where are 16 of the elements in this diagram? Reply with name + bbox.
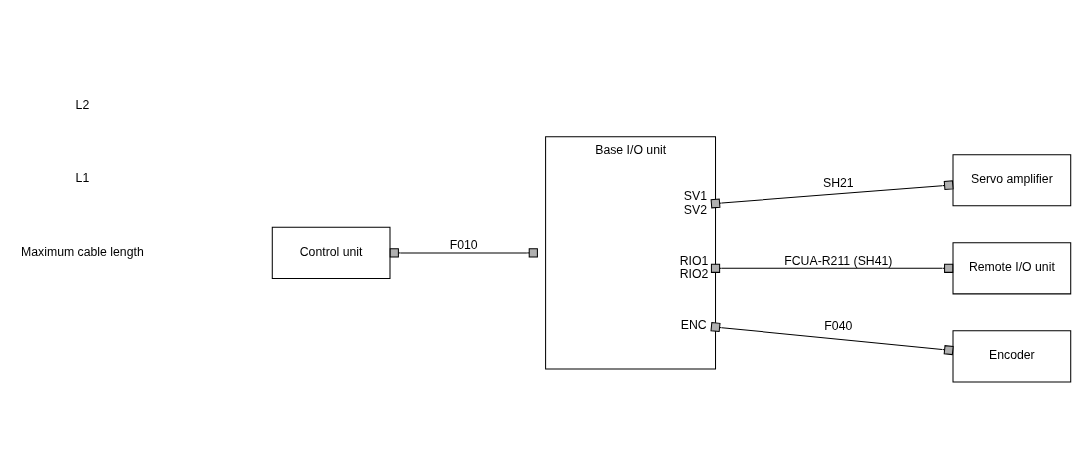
connector	[389, 247, 538, 258]
edge-label: F040	[824, 318, 853, 333]
connector	[710, 179, 954, 208]
node-box: Servo amplifier	[952, 153, 1072, 206]
node-box: Remote I/O unit	[952, 241, 1072, 294]
node-box: Control unit	[271, 226, 391, 279]
connector	[710, 263, 954, 273]
label: Maximum cable length	[21, 244, 144, 259]
edge-label: F010	[449, 237, 478, 252]
label: L2	[75, 97, 90, 112]
label: L1	[75, 170, 90, 185]
connector	[710, 321, 954, 355]
edge-label: SH21	[823, 175, 854, 190]
node-box: Base I/O unit SV1 SV2 RIO1 RIO2 ENC	[545, 135, 717, 370]
edge-label: FCUA-R211 (SH41)	[784, 253, 893, 268]
node-box: Encoder	[952, 329, 1072, 382]
